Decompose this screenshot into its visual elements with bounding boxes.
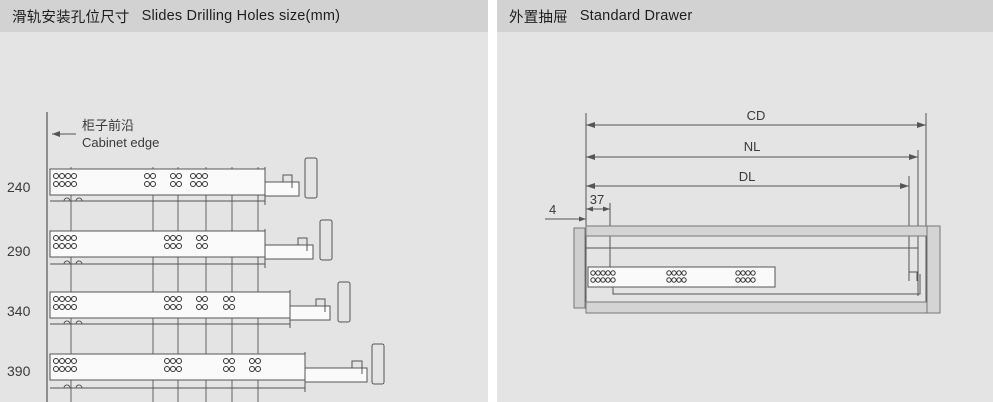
slide-rail [587,266,776,288]
left-panel-header: 滑轨安装孔位尺寸 Slides Drilling Holes size(mm) [0,0,488,32]
drawer-box-outline [612,274,921,295]
standard-drawer-panel: 外置抽屉 Standard Drawer CD NL DL 37 4 [497,0,993,402]
cabinet-edge-cn: 柜子前沿 [82,118,134,133]
nl-arrow-start [586,154,595,160]
row-length-label: 240 [7,179,31,195]
slide-extension [264,181,300,197]
row-length-label: 390 [7,363,31,379]
cd-arrow-start [586,122,595,128]
cd-label: CD [747,108,766,123]
drilling-diagram: 柜子前沿 Cabinet edge 240 [7,112,385,402]
thirty-seven-label: 37 [590,192,604,207]
drawer-front [371,343,385,385]
slide-body [49,168,266,196]
cabinet-bottom-panel [585,301,928,314]
cabinet-edge-en: Cabinet edge [82,135,159,150]
hole-cluster [53,173,208,187]
slide-extension [304,367,368,383]
slide-extension [289,305,331,321]
right-title-en: Standard Drawer [579,8,693,24]
slide-body [49,291,291,319]
nl-label: NL [744,139,761,154]
left-title-cn: 滑轨安装孔位尺寸 [12,9,130,26]
slide-hole-cluster [590,270,756,283]
drawer-front [337,281,351,323]
row-length-label: 340 [7,303,31,319]
hole-cluster [53,296,235,310]
slide-back-bracket [908,271,918,281]
four-label: 4 [549,202,556,217]
slide-hook [297,237,308,251]
nl-arrow-end [909,154,918,160]
cd-arrow-end [917,122,926,128]
slide-body [49,230,266,258]
slide-notches [63,197,83,202]
drawer-front [319,219,333,261]
dl-arrow-start [586,183,595,189]
slides-drilling-panel: 滑轨安装孔位尺寸 Slides Drilling Holes size(mm) … [0,0,488,402]
cabinet-top-panel [585,225,941,237]
slide-row-340: 340 [7,281,351,328]
thirty-seven-arrow-end [603,206,610,212]
slide-hook [351,360,363,374]
slide-notches [63,320,83,325]
hole-cluster [53,235,208,249]
slide-row-240: 240 [7,157,318,205]
row-length-label: 290 [7,243,31,259]
slide-extension [264,244,314,260]
dl-label: DL [739,169,756,184]
hole-cluster [53,358,261,372]
cabinet-edge-arrowhead [52,131,60,137]
thirty-seven-arrow-start [586,206,593,212]
right-title-cn: 外置抽屉 [509,9,568,26]
drawer-diagram: CD NL DL 37 4 [545,108,941,314]
slide-row-290: 290 [7,219,333,268]
right-panel-header: 外置抽屉 Standard Drawer [497,0,993,32]
dl-arrow-end [900,183,909,189]
slide-row-390: 390 [7,343,385,392]
drawer-front [304,157,318,199]
left-title-en: Slides Drilling Holes size(mm) [141,8,341,24]
drawer-front-panel [573,227,586,309]
four-arrow [579,216,586,222]
slide-hook [282,174,293,188]
slide-notches [63,260,83,265]
cabinet-back-panel [926,225,941,314]
slide-hook [315,298,326,312]
slide-notches [63,384,83,389]
